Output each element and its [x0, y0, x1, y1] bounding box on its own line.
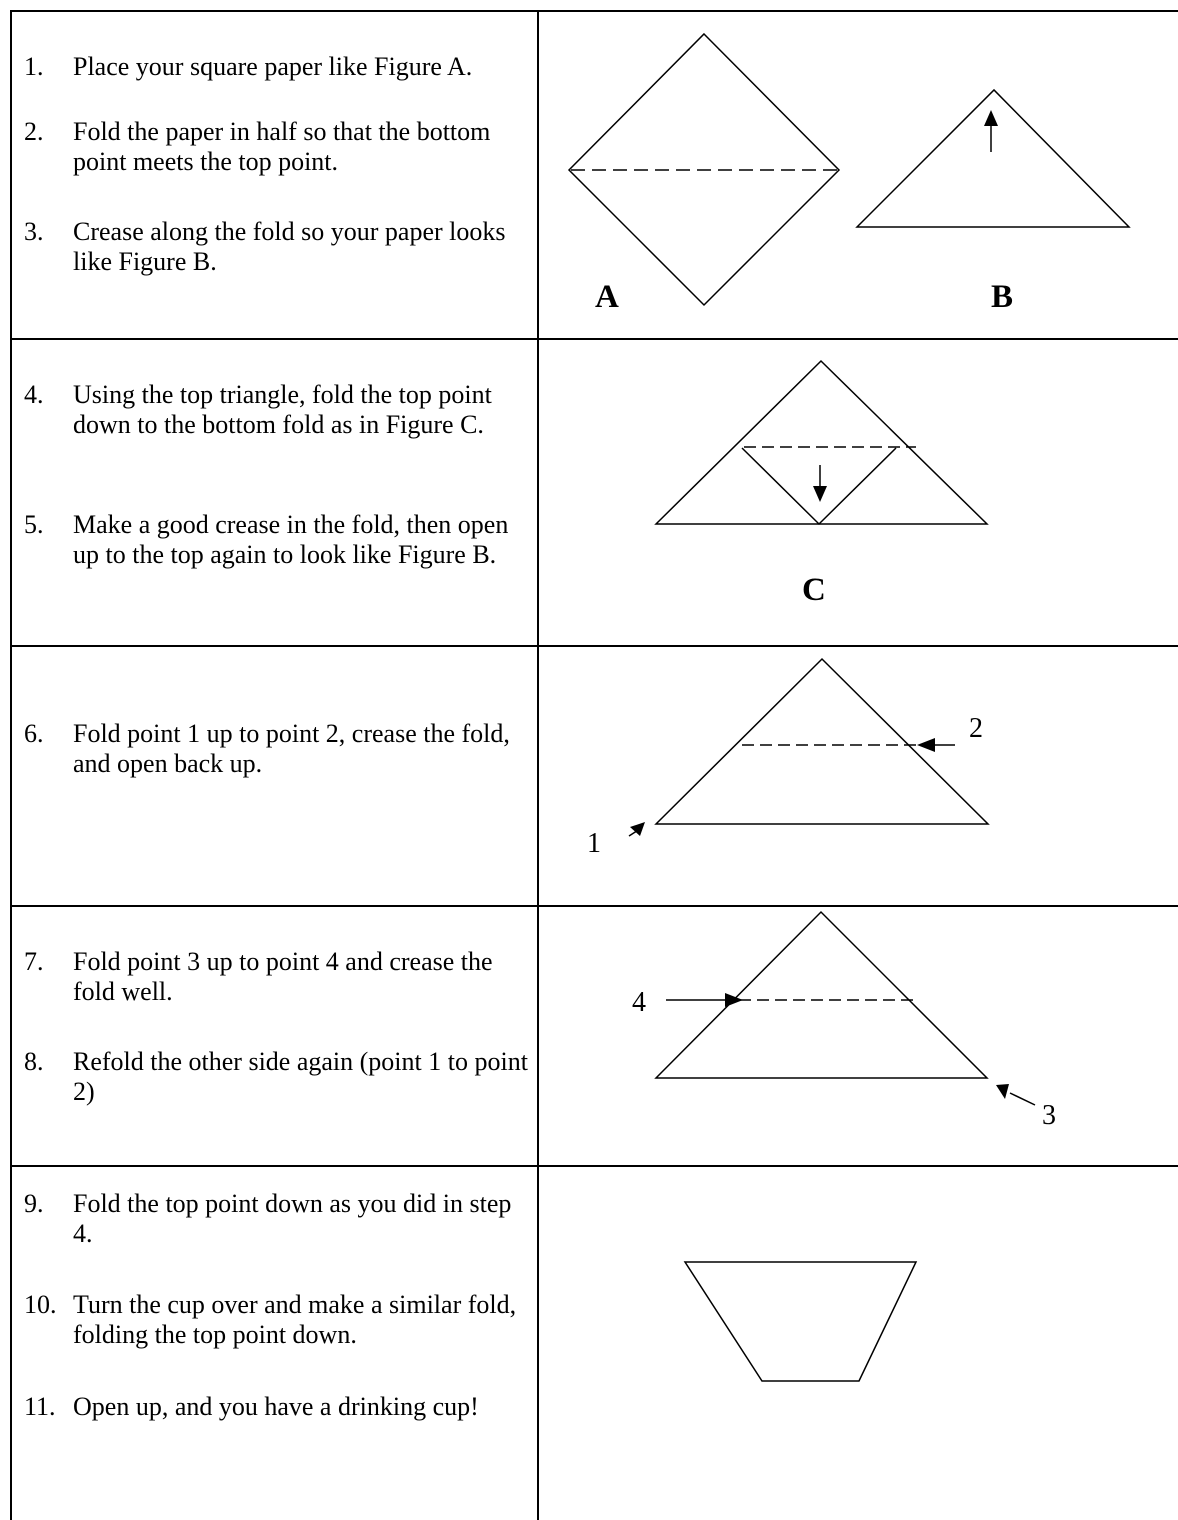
point-label-1: 1	[587, 828, 601, 859]
figure-label-b: B	[991, 279, 1013, 315]
step-text: Fold point 3 up to point 4 and crease th…	[73, 947, 493, 1006]
step-text: Place your square paper like Figure A.	[73, 52, 473, 81]
figure-cell: 1 2	[539, 647, 1178, 905]
step-number: 6.	[24, 719, 44, 748]
table-row: 1. Place your square paper like Figure A…	[12, 12, 1178, 340]
step-number: 8.	[24, 1047, 44, 1076]
step-item: 11. Open up, and you have a drinking cup…	[24, 1392, 529, 1422]
step-number: 9.	[24, 1189, 44, 1218]
step-number: 1.	[24, 52, 44, 81]
table-row: 4. Using the top triangle, fold the top …	[12, 340, 1178, 647]
point-3-arrow-head	[996, 1084, 1009, 1099]
figure-c-diagram: C	[654, 359, 989, 608]
figure-cell	[539, 1167, 1178, 1520]
table-row: 9. Fold the top point down as you did in…	[12, 1167, 1178, 1520]
figure-label-c: C	[802, 572, 826, 608]
step-number: 11.	[24, 1392, 56, 1421]
up-arrow-head	[984, 110, 998, 126]
figure-cell: C	[539, 340, 1178, 645]
step-item: 1. Place your square paper like Figure A…	[24, 52, 529, 82]
point-4-arrow-head	[725, 993, 743, 1007]
figure-a-b-diagram: A B	[567, 32, 1131, 315]
cup-diagram	[683, 1261, 918, 1382]
table-row: 6. Fold point 1 up to point 2, crease th…	[12, 647, 1178, 907]
step-number: 5.	[24, 510, 44, 539]
step-number: 7.	[24, 947, 44, 976]
step-7-diagram: 4 3	[632, 910, 1056, 1131]
point-3-arrow	[1009, 1092, 1036, 1106]
step-item: 8. Refold the other side again (point 1 …	[24, 1047, 529, 1107]
step-text: Fold the top point down as you did in st…	[73, 1189, 512, 1248]
step-item: 5. Make a good crease in the fold, then …	[24, 510, 529, 570]
figure-b-triangle	[855, 88, 1131, 228]
cup-shape	[683, 1261, 918, 1382]
figure-cell: A B	[539, 12, 1178, 338]
step-text: Fold point 1 up to point 2, crease the f…	[73, 719, 510, 778]
step-item: 2. Fold the paper in half so that the bo…	[24, 117, 529, 177]
step-6-diagram: 1 2	[587, 657, 990, 859]
figure-label-a: A	[595, 279, 619, 315]
step-number: 4.	[24, 380, 44, 409]
step-text: Fold the paper in half so that the botto…	[73, 117, 491, 176]
table-row: 7. Fold point 3 up to point 4 and crease…	[12, 907, 1178, 1167]
point-label-2: 2	[969, 713, 983, 744]
step-number: 2.	[24, 117, 44, 146]
folded-flap	[741, 447, 897, 526]
step-text: Make a good crease in the fold, then ope…	[73, 510, 509, 569]
point-1-arrow-head	[630, 822, 645, 836]
point-2-arrow-head	[917, 738, 935, 752]
step-text: Open up, and you have a drinking cup!	[73, 1392, 479, 1421]
down-arrow-head	[813, 486, 827, 502]
step-item: 6. Fold point 1 up to point 2, crease th…	[24, 719, 529, 779]
figure-a-square	[567, 32, 841, 307]
steps-cell: 9. Fold the top point down as you did in…	[12, 1167, 539, 1520]
step-text: Using the top triangle, fold the top poi…	[73, 380, 492, 439]
steps-cell: 1. Place your square paper like Figure A…	[12, 12, 539, 338]
step-text: Turn the cup over and make a similar fol…	[73, 1290, 517, 1349]
steps-cell: 6. Fold point 1 up to point 2, crease th…	[12, 647, 539, 905]
instructions-table: 1. Place your square paper like Figure A…	[10, 10, 1178, 1520]
point-label-4: 4	[632, 987, 646, 1018]
step-item: 4. Using the top triangle, fold the top …	[24, 380, 529, 440]
step-text: Crease along the fold so your paper look…	[73, 217, 506, 276]
step-number: 3.	[24, 217, 44, 246]
figure-cell: 4 3	[539, 907, 1178, 1165]
step-item: 10. Turn the cup over and make a similar…	[24, 1290, 529, 1350]
step-item: 7. Fold point 3 up to point 4 and crease…	[24, 947, 529, 1007]
step-item: 9. Fold the top point down as you did in…	[24, 1189, 529, 1249]
step-number: 10.	[24, 1290, 57, 1319]
figure-c-triangle	[654, 359, 989, 525]
triangle	[654, 910, 989, 1079]
steps-cell: 7. Fold point 3 up to point 4 and crease…	[12, 907, 539, 1165]
steps-cell: 4. Using the top triangle, fold the top …	[12, 340, 539, 645]
triangle	[654, 657, 990, 825]
point-label-3: 3	[1042, 1100, 1056, 1131]
step-text: Refold the other side again (point 1 to …	[73, 1047, 528, 1106]
step-item: 3. Crease along the fold so your paper l…	[24, 217, 529, 277]
